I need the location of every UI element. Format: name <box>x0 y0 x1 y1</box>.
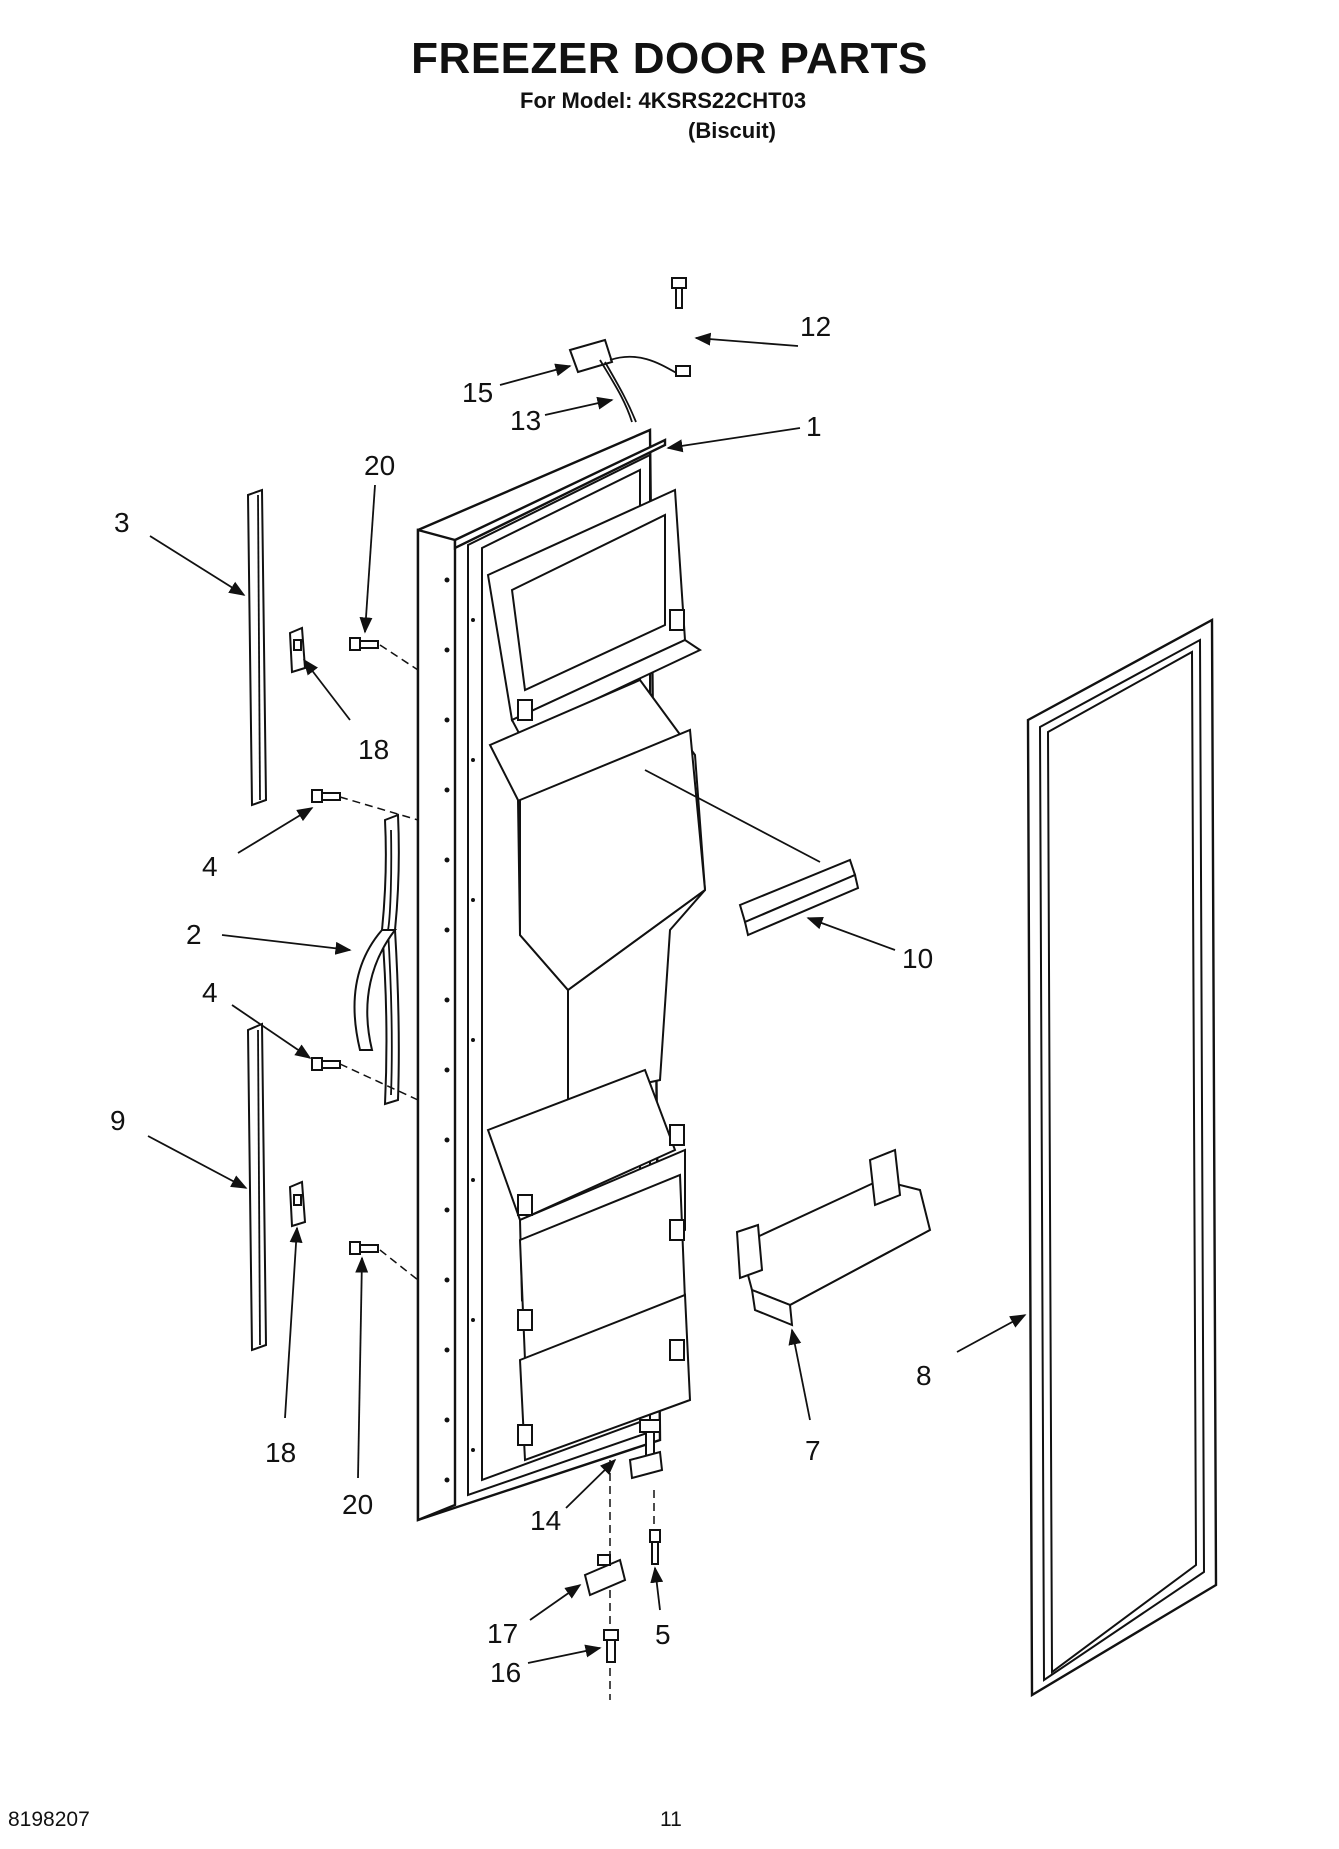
screw-20-upper <box>349 637 379 651</box>
clip-18-lower <box>288 1180 307 1228</box>
callout-5: 5 <box>655 1619 671 1650</box>
document-number: 8198207 <box>8 1808 90 1831</box>
door-handle <box>353 813 400 1106</box>
trim-strip-lower <box>246 1022 268 1352</box>
screw-16 <box>603 1629 619 1663</box>
shelf-retainer-bar <box>644 769 860 937</box>
callout-17: 17 <box>487 1618 518 1649</box>
callout-1: 1 <box>806 411 822 442</box>
callout-13: 13 <box>510 405 541 436</box>
callout-20-upper: 20 <box>364 450 395 481</box>
clip-18-upper <box>288 626 307 674</box>
callout-12: 12 <box>800 311 831 342</box>
callout-20-lower: 20 <box>342 1489 373 1520</box>
callout-7: 7 <box>805 1435 821 1466</box>
model-line: For Model: 4KSRS22CHT03 <box>520 88 807 113</box>
trim-strip-upper <box>246 488 268 807</box>
door-gasket <box>1026 617 1218 1698</box>
callout-8: 8 <box>916 1360 932 1391</box>
page-number: 11 <box>660 1808 682 1831</box>
screw-5 <box>649 1529 661 1565</box>
callout-15: 15 <box>462 377 493 408</box>
callout-16: 16 <box>490 1657 521 1688</box>
screw-12 <box>671 277 687 309</box>
callout-10: 10 <box>902 943 933 974</box>
screw-4-lower <box>311 1057 341 1071</box>
callout-leaders <box>147 332 1027 1664</box>
variant-label: (Biscuit) <box>688 118 776 143</box>
callout-18-lower: 18 <box>265 1437 296 1468</box>
hinge-bracket-17 <box>583 1554 627 1597</box>
door-liner-shelves <box>486 488 707 1462</box>
callout-14: 14 <box>530 1505 561 1536</box>
screw-4-upper <box>311 789 341 803</box>
door-flange-rivets <box>444 577 475 1483</box>
hinge-pin-14 <box>628 1419 664 1480</box>
callout-2: 2 <box>186 919 202 950</box>
page-title: FREEZER DOOR PARTS <box>411 34 928 83</box>
screw-20-lower <box>349 1241 379 1255</box>
callout-18-upper: 18 <box>358 734 389 765</box>
callout-3: 3 <box>114 507 130 538</box>
wire-harness-connector <box>568 338 691 423</box>
callout-9: 9 <box>110 1105 126 1136</box>
callout-4-lower: 4 <box>202 977 218 1008</box>
callout-4-upper: 4 <box>202 851 218 882</box>
door-bin <box>735 1148 932 1327</box>
